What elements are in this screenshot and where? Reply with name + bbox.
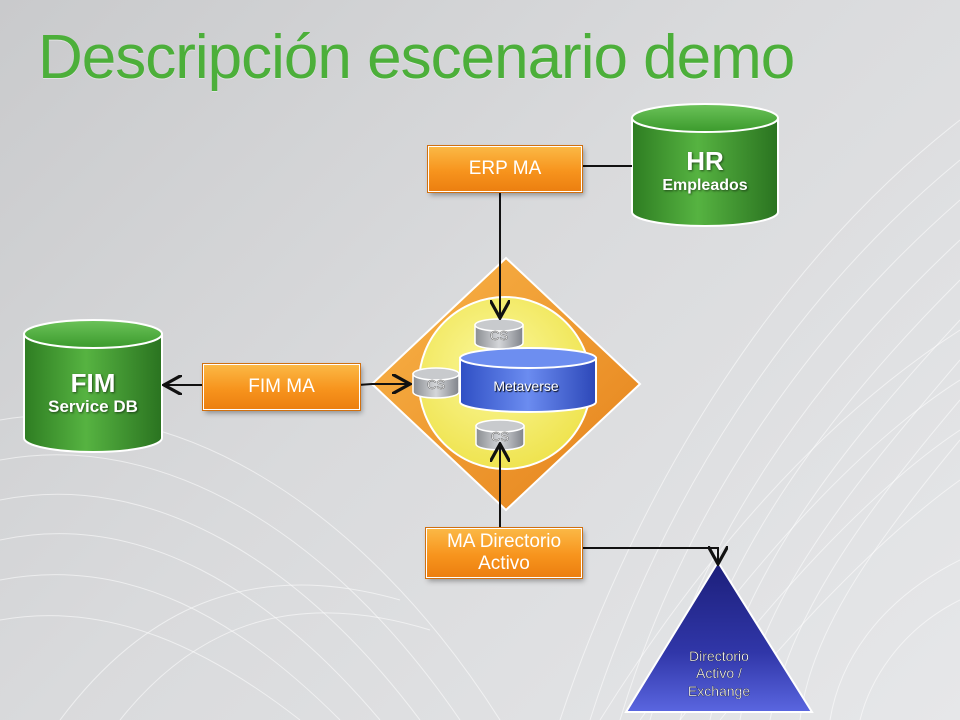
- hr-title: HR: [686, 146, 724, 176]
- directory-label: Directorio Activo / Exchange: [688, 648, 751, 699]
- cs-bottom: CS: [475, 419, 525, 451]
- page-title: Descripción escenario demo: [38, 23, 795, 92]
- erp-ma-label: ERP MA: [468, 158, 542, 179]
- svg-text:Activo /: Activo /: [696, 665, 742, 681]
- fim-ma-label: FIM MA: [248, 376, 315, 397]
- hr-subtitle: Empleados: [662, 177, 748, 194]
- hr-database-label: HR Empleados: [632, 146, 778, 196]
- hr-database: [631, 103, 779, 227]
- svg-text:CS: CS: [427, 377, 445, 392]
- fim-ma-box[interactable]: FIM MA: [203, 364, 360, 410]
- metaverse-database: Metaverse: [459, 347, 597, 413]
- erp-ma-box[interactable]: ERP MA: [428, 146, 582, 192]
- fim-database: [23, 319, 163, 453]
- directory-triangle: [624, 560, 814, 713]
- ad-ma-label-line2: Activo: [478, 553, 530, 574]
- fim-title: FIM: [70, 368, 116, 398]
- fim-database-label: FIM Service DB: [24, 368, 162, 416]
- ad-ma-label-line1: MA Directorio: [446, 531, 562, 552]
- svg-text:Directorio: Directorio: [689, 648, 749, 664]
- svg-text:Exchange: Exchange: [688, 683, 750, 699]
- ad-ma-box[interactable]: MA Directorio Activo: [426, 528, 582, 578]
- connector-fima-to-cs-left: [357, 384, 408, 385]
- metaverse-label: Metaverse: [493, 378, 559, 394]
- connector-adma-to-directory: [580, 548, 718, 562]
- cs-left: CS: [412, 367, 460, 399]
- svg-text:CS: CS: [491, 429, 509, 444]
- cs-top: CS: [474, 318, 524, 350]
- fim-subtitle: Service DB: [48, 397, 138, 416]
- svg-text:CS: CS: [490, 328, 508, 343]
